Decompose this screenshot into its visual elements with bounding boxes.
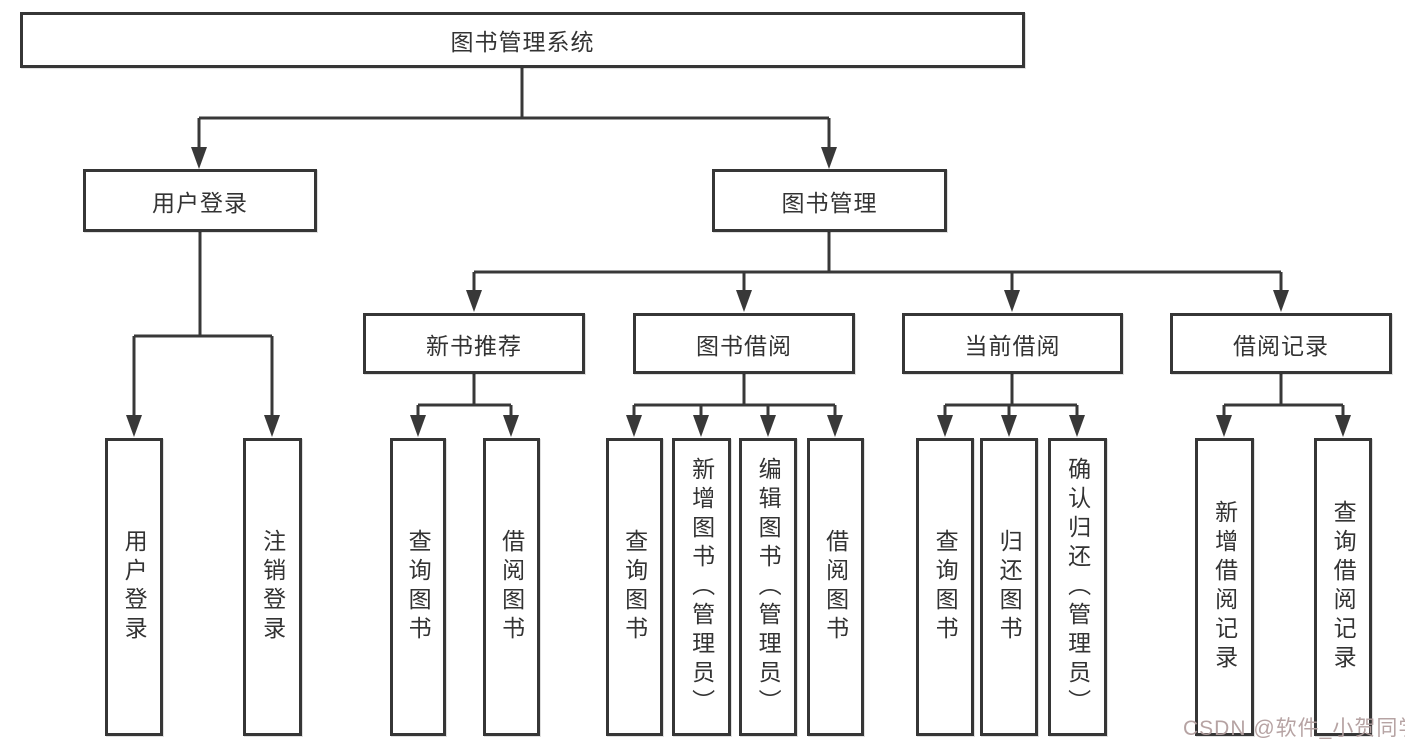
leaf-user-login-label: 用户登录 xyxy=(121,529,148,645)
node-new-book-recommend: 新书推荐 xyxy=(363,313,585,374)
node-borrow-record-label: 借阅记录 xyxy=(1233,332,1329,359)
leaf-record-query-label: 查询借阅记录 xyxy=(1330,500,1357,674)
node-root-label: 图书管理系统 xyxy=(450,29,595,55)
leaf-borrow-edit-admin: 编辑图书（管理员） xyxy=(739,438,797,736)
leaf-borrow-book: 借阅图书 xyxy=(807,438,864,736)
leaf-record-query: 查询借阅记录 xyxy=(1314,438,1372,736)
node-book-management: 图书管理 xyxy=(712,169,947,232)
leaf-borrow-add-admin: 新增图书（管理员） xyxy=(672,438,731,736)
node-book-borrow-label: 图书借阅 xyxy=(696,332,792,359)
arrowheads xyxy=(126,147,1351,437)
leaf-logout: 注销登录 xyxy=(243,438,302,736)
node-root-library-system: 图书管理系统 xyxy=(20,12,1025,68)
leaf-current-return: 归还图书 xyxy=(980,438,1038,736)
leaf-logout-label: 注销登录 xyxy=(259,529,286,645)
leaf-newbook-query-label: 查询图书 xyxy=(405,529,432,645)
leaf-record-add-label: 新增借阅记录 xyxy=(1211,500,1238,674)
leaf-current-query-label: 查询图书 xyxy=(932,529,959,645)
node-user-login: 用户登录 xyxy=(83,169,317,232)
leaf-current-confirm-admin: 确认归还（管理员） xyxy=(1048,438,1107,736)
node-current-borrow-label: 当前借阅 xyxy=(964,332,1061,359)
node-new-book-recommend-label: 新书推荐 xyxy=(426,332,522,359)
node-user-login-label: 用户登录 xyxy=(152,189,248,216)
leaf-newbook-query: 查询图书 xyxy=(390,438,446,736)
leaf-borrow-query: 查询图书 xyxy=(606,438,663,736)
leaf-newbook-borrow-label: 借阅图书 xyxy=(498,529,525,645)
node-book-borrow: 图书借阅 xyxy=(633,313,855,374)
leaf-borrow-add-admin-label: 新增图书（管理员） xyxy=(688,456,715,718)
node-borrow-record: 借阅记录 xyxy=(1170,313,1392,374)
leaf-record-add: 新增借阅记录 xyxy=(1195,438,1254,736)
leaf-newbook-borrow: 借阅图书 xyxy=(483,438,540,736)
leaf-current-query: 查询图书 xyxy=(916,438,974,736)
leaf-user-login: 用户登录 xyxy=(105,438,163,736)
leaf-current-return-label: 归还图书 xyxy=(996,529,1023,645)
node-current-borrow: 当前借阅 xyxy=(902,313,1123,374)
node-book-management-label: 图书管理 xyxy=(781,189,878,216)
leaf-borrow-book-label: 借阅图书 xyxy=(822,529,849,645)
leaf-current-confirm-admin-label: 确认归还（管理员） xyxy=(1064,456,1091,718)
leaf-borrow-query-label: 查询图书 xyxy=(621,529,648,645)
leaf-borrow-edit-admin-label: 编辑图书（管理员） xyxy=(755,456,782,718)
